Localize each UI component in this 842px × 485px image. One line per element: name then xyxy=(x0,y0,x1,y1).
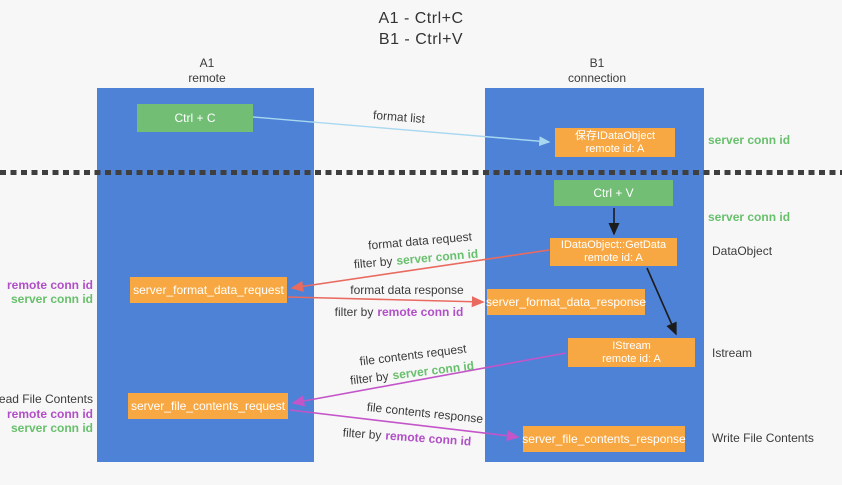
filter4-prefix: filter by xyxy=(342,425,382,443)
filter2-value: remote conn id xyxy=(377,305,464,319)
diagram-title: A1 - Ctrl+C B1 - Ctrl+V xyxy=(0,8,842,50)
label-server-conn-id-2: server conn id xyxy=(10,421,93,435)
title-line-2: B1 - Ctrl+V xyxy=(378,31,464,48)
lane-a1-subtitle: remote xyxy=(188,71,226,85)
lane-a1-name: A1 xyxy=(199,56,215,70)
lane-header-b1: B1 connection xyxy=(527,56,667,86)
filter1-value: server conn id xyxy=(395,246,479,268)
label-read-file-contents: Read File Contents xyxy=(0,392,93,406)
label-server-conn-id-mid: server conn id xyxy=(708,210,791,224)
lane-header-a1: A1 remote xyxy=(137,56,277,86)
node-istream-line2: remote id: A xyxy=(602,352,661,365)
node-save-idataobject: 保存IDataObject remote id: A xyxy=(555,128,675,157)
label-remote-conn-id-1: remote conn id xyxy=(6,278,93,292)
label-remote-conn-id-2: remote conn id xyxy=(6,407,93,421)
node-idataobject-getdata-line1: IDataObject::GetData xyxy=(560,239,667,251)
arrow-format-data-response xyxy=(287,296,485,308)
filter3-prefix: filter by xyxy=(349,368,390,388)
label-server-conn-id-1: server conn id xyxy=(10,292,93,306)
label-format-data-response: format data response xyxy=(350,283,464,297)
node-ctrl-v: Ctrl + V xyxy=(554,180,673,206)
lane-b1-subtitle: connection xyxy=(567,71,627,85)
label-dataobject: DataObject xyxy=(712,244,773,258)
node-ctrl-c: Ctrl + C xyxy=(137,104,253,132)
node-idataobject-getdata-line2: remote id: A xyxy=(584,252,643,264)
title-line-1: A1 - Ctrl+C xyxy=(378,10,464,27)
label-file-contents-response: file contents response xyxy=(366,399,484,427)
filter1-prefix: filter by xyxy=(353,254,394,272)
label-server-conn-id-top: server conn id xyxy=(708,133,791,147)
node-save-idataobject-line1: 保存IDataObject xyxy=(574,129,656,142)
node-server-file-contents-request: server_file_contents_request xyxy=(128,393,288,419)
lane-b1-name: B1 xyxy=(589,56,605,70)
node-server-file-contents-response: server_file_contents_response xyxy=(522,426,686,452)
node-istream-line1: IStream xyxy=(612,339,651,352)
label-write-file-contents: Write File Contents xyxy=(712,431,814,445)
node-istream: IStream remote id: A xyxy=(568,338,695,367)
filter2-prefix: filter by xyxy=(334,305,374,319)
node-server-format-data-request: server_format_data_request xyxy=(130,277,287,303)
filter4-value: remote conn id xyxy=(384,428,472,449)
node-idataobject-getdata: IDataObject::GetData remote id: A xyxy=(550,238,677,266)
node-save-idataobject-line2: remote id: A xyxy=(585,142,645,155)
session-separator-line xyxy=(0,170,842,175)
node-server-format-data-response: server_format_data_response xyxy=(486,289,646,315)
label-istream: Istream xyxy=(712,346,753,360)
label-format-list: format list xyxy=(372,107,426,127)
